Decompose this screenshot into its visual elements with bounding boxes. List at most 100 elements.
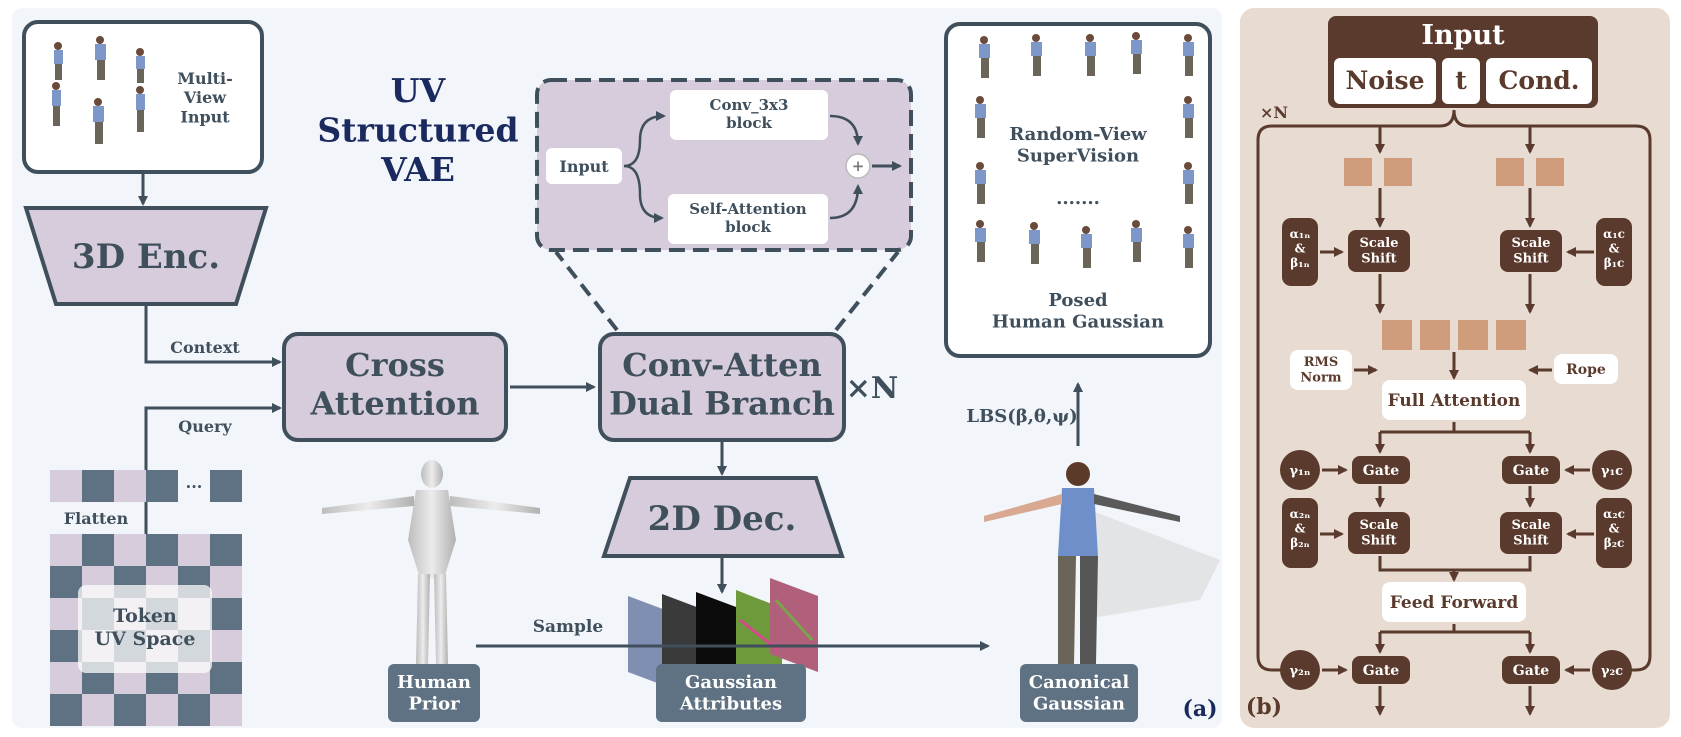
sample-label: Sample (533, 617, 604, 637)
alpha1c-beta1c (1596, 218, 1632, 286)
gaussian-attributes-tag (656, 664, 806, 722)
checker-cell (82, 694, 114, 726)
checker-cell (210, 598, 242, 630)
alpha2n-beta2n (1282, 498, 1318, 568)
checker-cell (210, 534, 242, 566)
canonical-gaussian-human (984, 462, 1220, 664)
scale-shift-1c (1500, 230, 1562, 272)
concat-tokens (1382, 320, 1526, 350)
gamma2c-node (1592, 650, 1632, 690)
context-label: Context (170, 338, 240, 357)
gamma2n-node (1280, 650, 1320, 690)
gamma1n-label: γ₁ₙ (1289, 464, 1310, 479)
checker-cell (146, 694, 178, 726)
2d-decoder-label: 2D Dec. (648, 499, 797, 539)
full-attention-block (1382, 380, 1526, 420)
gate-1n-label: Gate (1363, 463, 1399, 479)
noise-label: Noise (1345, 66, 1424, 95)
alpha1c-label: α₁c&β₁c (1603, 227, 1625, 270)
scale-shift-1n (1348, 230, 1410, 272)
feed-forward-label: Feed Forward (1390, 593, 1519, 613)
cond-label: Cond. (1499, 66, 1580, 95)
3d-encoder-label: 3D Enc. (72, 237, 220, 277)
posed-human-figure (975, 220, 986, 262)
checker-cell (210, 630, 242, 662)
gamma1c-label: γ₁c (1601, 464, 1623, 479)
gate-2n-label: Gate (1363, 663, 1399, 679)
checker-cell (50, 534, 82, 566)
alpha1n-beta1n (1282, 218, 1318, 286)
checker-cell (178, 694, 210, 726)
sum-node (845, 153, 871, 179)
posed-human-figure (979, 36, 990, 78)
gamma2c-label: γ₂c (1601, 664, 1623, 679)
checker-cell (50, 598, 82, 630)
3d-encoder-block (23, 206, 269, 306)
loop-n-label: ×N (1260, 103, 1288, 122)
checker-cell (210, 694, 242, 726)
inset-input-box (546, 148, 622, 184)
sum-symbol: + (852, 157, 865, 175)
checker-cell (114, 694, 146, 726)
posed-human-figure (975, 96, 986, 138)
token-uv-overlay (78, 585, 212, 673)
flattened-token-strip (50, 470, 242, 502)
checker-cell (50, 662, 82, 694)
conv-atten-dual-branch-block (598, 332, 846, 442)
rope-box (1554, 354, 1618, 384)
posed-human-figure (1131, 32, 1142, 74)
posed-human-figure (1183, 162, 1194, 204)
input-label: Input (1421, 20, 1505, 51)
rope-label: Rope (1566, 362, 1606, 378)
posed-human-figure (1183, 34, 1194, 76)
scale-shift-2n (1348, 512, 1410, 554)
checker-cell (210, 566, 242, 598)
rms-norm-box (1290, 350, 1352, 390)
gamma2n-label: γ₂ₙ (1289, 664, 1310, 679)
checker-cell (210, 662, 242, 694)
alpha2c-label: α₂c&β₂c (1603, 507, 1625, 550)
timestep-box (1442, 58, 1480, 104)
alpha1n-label: α₁ₙ&β₁ₙ (1290, 227, 1311, 270)
posed-human-figure (1085, 34, 1096, 76)
posed-human-gaussian-box (944, 22, 1212, 358)
posed-human-figure (1183, 96, 1194, 138)
multi-view-figures (52, 36, 145, 144)
scale-shift-2c (1500, 512, 1562, 554)
alpha2n-label: α₂ₙ&β₂ₙ (1290, 507, 1311, 550)
timestep-label: t (1455, 66, 1467, 95)
posed-human-figure (1131, 220, 1142, 262)
posed-view-figures (975, 32, 1194, 268)
gamma1n-node (1280, 450, 1320, 490)
human-prior-mesh (322, 460, 540, 664)
panel-b-label: (b) (1246, 694, 1282, 720)
conv-3x3-block (670, 90, 828, 140)
checker-cell (114, 534, 146, 566)
repeat-n-label: ×N (846, 371, 899, 406)
noise-box (1334, 58, 1436, 104)
feed-forward-block (1382, 582, 1526, 622)
posed-human-figure (1031, 34, 1042, 76)
noise-tokens (1344, 158, 1412, 186)
gate-2c-label: Gate (1513, 663, 1549, 679)
cond-tokens (1496, 158, 1564, 186)
2d-decoder-block (601, 476, 845, 558)
posed-human-figure (1029, 222, 1040, 264)
lbs-label: LBS(β,θ,ψ) (966, 406, 1077, 427)
posed-human-figure (975, 162, 986, 204)
canonical-gaussian-tag (1020, 664, 1138, 722)
strip-ellipsis: ... (186, 473, 203, 492)
gate-2c (1502, 656, 1560, 684)
panel-a-label: (a) (1182, 696, 1217, 722)
